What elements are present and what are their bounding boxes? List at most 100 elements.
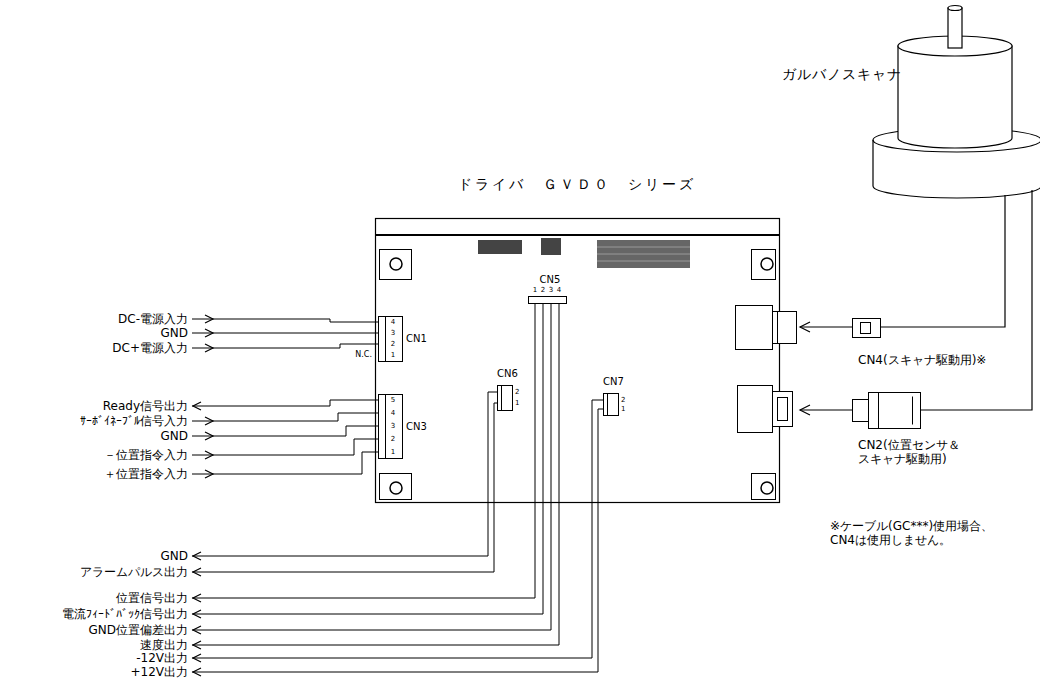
galvano-scanner-art	[780, 0, 1040, 200]
scanner-shaft	[948, 8, 962, 48]
hole-frame	[380, 474, 412, 500]
signal-name: DC+電源入力	[112, 341, 188, 355]
signal-name: GND	[160, 326, 188, 340]
signal-name: 位置信号出力	[116, 591, 188, 605]
signal-name: ｻｰﾎﾞｲﾈｰﾌﾞﾙ信号入力	[80, 414, 188, 428]
pin-number: 3	[549, 286, 553, 294]
plug-cn4	[853, 319, 881, 338]
scanner-shaft-top	[948, 6, 962, 11]
signal-name: GND	[160, 429, 188, 443]
output-arrow	[193, 668, 201, 676]
board-band	[375, 234, 780, 236]
connector-cn7	[604, 394, 619, 416]
cable-connector	[800, 200, 1005, 332]
socket-cn4-front	[773, 312, 797, 344]
connector-cn3	[379, 395, 403, 459]
input-arrow	[205, 451, 213, 459]
plug-detail	[912, 397, 913, 425]
input-arrow	[205, 417, 213, 425]
hole-frame	[752, 474, 776, 500]
pin-number: 2	[541, 286, 545, 294]
galvano-scanner: ガルバノスキャナ	[780, 0, 1040, 200]
signal-name: +12V出力	[130, 665, 188, 679]
pin-number: 5	[391, 396, 395, 404]
hole-frame	[380, 250, 412, 280]
signal-name: 電流ﾌｨｰﾄﾞﾊﾞｯｸ信号出力	[62, 607, 188, 621]
pin-number: 2	[391, 340, 395, 348]
output-arrow	[193, 626, 201, 634]
scanner-body	[898, 46, 1012, 148]
input-arrow	[205, 470, 213, 478]
wire	[192, 413, 378, 421]
wire	[192, 452, 378, 474]
connector-detail	[501, 386, 502, 411]
pin-number: 4	[391, 318, 395, 326]
mounting-hole	[390, 482, 402, 494]
connector-name: CN7	[603, 376, 624, 388]
pin-number: 1	[391, 351, 395, 359]
pin-number: 3	[391, 422, 395, 430]
wire	[192, 303, 535, 598]
arrow-head	[800, 405, 810, 415]
signal-name: GND位置偏差出力	[88, 623, 188, 637]
signal-name: GND	[160, 549, 188, 563]
signal-name: -12V出力	[136, 651, 188, 665]
pin-number: 4	[391, 409, 395, 417]
connector-name: CN3	[406, 421, 427, 433]
wire	[192, 344, 378, 348]
signal-name: ＋位置指令入力	[104, 467, 188, 481]
signal-wires	[192, 303, 603, 672]
connector-cn5	[529, 297, 567, 304]
driver-board: ドライバ ＧＶＤ０ シリーズ	[375, 172, 800, 503]
plug-detail	[861, 323, 871, 334]
signal-name: Ready信号出力	[103, 399, 188, 413]
scanner-label: ガルバノスキャナ	[782, 66, 902, 84]
pin-note: N.C.	[355, 350, 372, 360]
hole-frame	[752, 250, 776, 280]
connector-stripe	[597, 247, 690, 248]
plug-detail	[878, 393, 879, 429]
connector-name: CN5	[540, 274, 561, 286]
output-arrow	[193, 654, 201, 662]
connector-label: CN2(位置センサ＆ スキャナ駆動用)	[858, 438, 976, 467]
cable-line	[800, 200, 1005, 327]
output-arrow	[193, 610, 201, 618]
output-arrow	[193, 402, 201, 410]
pin-number: 3	[391, 329, 395, 337]
socket-detail	[777, 312, 778, 344]
output-arrow	[193, 552, 201, 560]
pin-number: 2	[515, 388, 519, 396]
cable-stub	[1004, 195, 1005, 200]
signal-name: アラームパルス出力	[80, 565, 188, 579]
pin-number: 1	[533, 286, 537, 294]
wire	[192, 303, 551, 630]
signal-name: 速度出力	[140, 638, 188, 652]
output-arrow	[193, 641, 201, 649]
connector-stripe	[597, 261, 690, 262]
cable-plugs	[853, 319, 921, 429]
input-arrow	[205, 344, 213, 352]
connector-cn1	[379, 317, 403, 362]
wire	[192, 303, 543, 614]
input-arrow	[205, 432, 213, 440]
cable-stub	[1031, 190, 1032, 200]
board-connector	[478, 240, 522, 254]
signal-name: DC-電源入力	[118, 312, 188, 326]
pin-number: 2	[621, 396, 625, 404]
wire	[192, 403, 497, 572]
pin-number: 1	[621, 405, 625, 413]
cable-line	[800, 200, 1032, 410]
signal-arrows	[193, 315, 213, 676]
connector-detail	[607, 394, 608, 416]
pin-number: 2	[391, 435, 395, 443]
wire	[192, 319, 378, 322]
socket-cn2	[738, 386, 773, 433]
connector-stripe	[597, 254, 690, 255]
mounting-hole	[390, 258, 402, 270]
wire	[192, 426, 378, 436]
mounting-hole	[761, 258, 773, 270]
wire	[192, 400, 378, 406]
wire	[192, 439, 378, 455]
arrow-head	[800, 322, 810, 332]
